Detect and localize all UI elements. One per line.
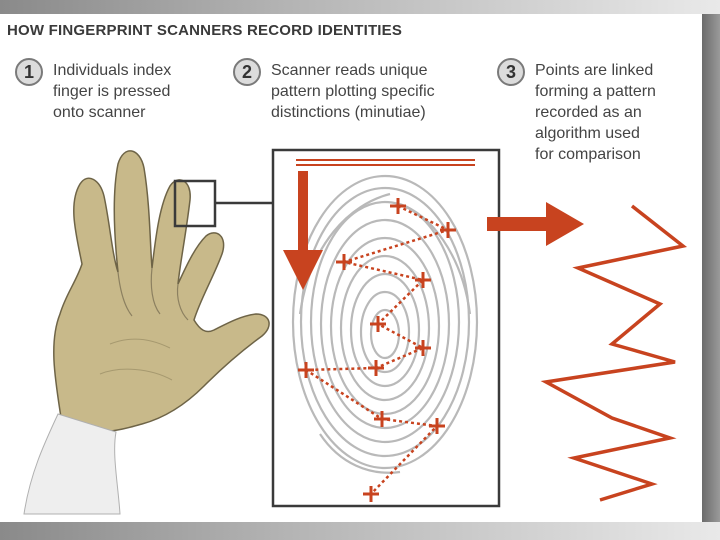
minutia-marker	[368, 360, 384, 376]
minutia-marker	[298, 362, 314, 378]
step-description: Individuals index finger is pressed onto…	[53, 62, 172, 121]
right-arrow-icon	[487, 202, 584, 246]
step-number-badge: 2	[233, 58, 261, 86]
diagram-illustration	[23, 148, 688, 515]
panel-shadow	[702, 14, 720, 522]
hand-illustration-icon	[23, 150, 270, 515]
step-description: Points are linked forming a pattern reco…	[535, 62, 656, 163]
down-arrow-icon	[283, 171, 323, 290]
minutia-marker	[363, 486, 379, 502]
minutia-marker	[429, 418, 445, 434]
minutia-marker	[440, 222, 456, 238]
minutia-marker	[336, 254, 352, 270]
diagram-panel: HOW FINGERPRINT SCANNERS RECORD IDENTITI…	[0, 14, 702, 522]
minutia-marker	[370, 316, 386, 332]
minutia-marker	[374, 411, 390, 427]
step-number-badge: 3	[497, 58, 525, 86]
minutia-marker	[390, 198, 406, 214]
page-title: HOW FINGERPRINT SCANNERS RECORD IDENTITI…	[7, 22, 403, 39]
minutia-marker	[415, 340, 431, 356]
minutiae-links	[301, 204, 452, 495]
zigzag-pattern-icon	[540, 204, 688, 502]
step-description: Scanner reads unique pattern plotting sp…	[271, 62, 435, 121]
step-number-badge: 1	[15, 58, 43, 86]
minutiae-points	[298, 198, 456, 502]
minutia-marker	[415, 272, 431, 288]
fingerprint-icon	[291, 174, 479, 474]
